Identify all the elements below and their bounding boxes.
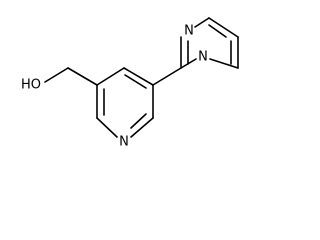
pyridine-double-bond-inner-2 — [130, 113, 147, 129]
pyrimidine-nitrogen-lower-label: N — [198, 50, 208, 65]
pyrimidine-bond-c5-c4 — [208, 17, 239, 38]
hydroxyl-bond — [44, 67, 69, 83]
pyridine-nitrogen-label: N — [119, 135, 129, 150]
methylene-bond — [67, 67, 98, 86]
pyridine-bond-c2-c3 — [123, 67, 154, 86]
pyridine-bond-c1-c2 — [96, 67, 125, 86]
pyrimidine-bond-c4-n3 — [194, 17, 210, 28]
pyridine-bond-c4-n — [130, 117, 154, 138]
pyridine-double-bond-inner-1 — [124, 74, 147, 89]
pyrimidine-ring — [180, 17, 239, 69]
pyridine-bond-n-c5 — [96, 117, 118, 138]
chemical-structure-diagram: HO N N N — [21, 17, 239, 150]
biaryl-bond — [152, 67, 182, 86]
hydroxyl-label: HO — [21, 78, 41, 93]
pyrimidine-nitrogen-upper-label: N — [184, 24, 194, 39]
pyrimidine-bond-n1-c6 — [209, 58, 239, 69]
pyrimidine-double-bond-inner-3 — [208, 24, 227, 38]
pyridine-ring — [96, 67, 154, 138]
